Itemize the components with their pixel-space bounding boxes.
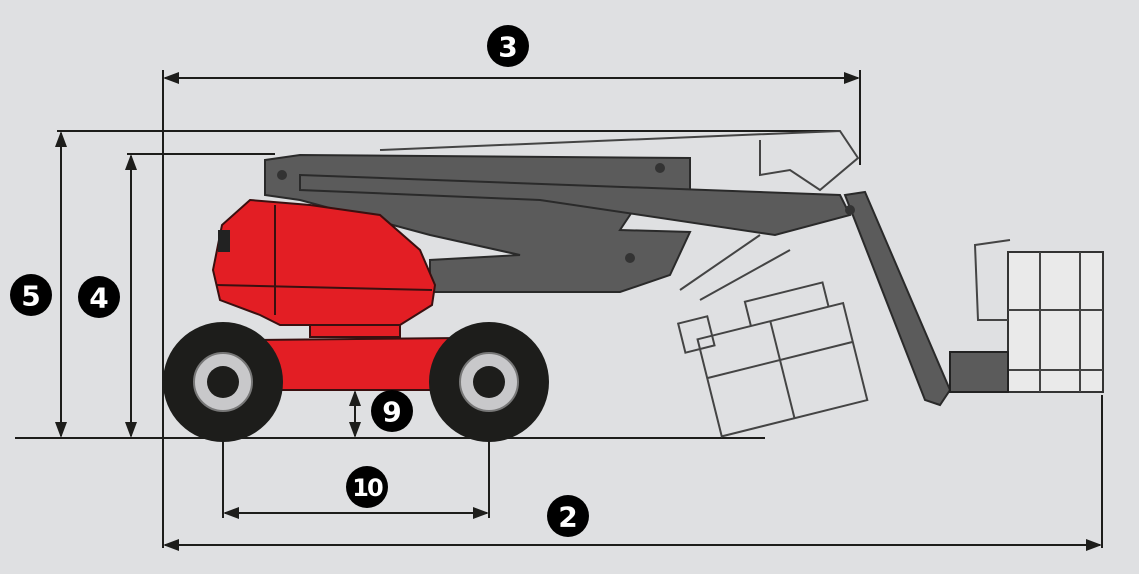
label-3: 3 — [487, 25, 529, 67]
extension-lines — [15, 70, 1103, 548]
label-2-text: 2 — [558, 501, 577, 534]
rear-wheel — [429, 322, 549, 442]
label-4: 4 — [78, 276, 120, 318]
label-10-text: 10 — [352, 474, 383, 502]
basket — [949, 239, 1104, 393]
boom — [264, 153, 952, 407]
label-9: 9 — [371, 390, 413, 432]
turret — [211, 198, 437, 338]
label-10: 10 — [346, 466, 388, 508]
label-3-text: 3 — [498, 31, 517, 64]
label-5-text: 5 — [21, 280, 40, 313]
basket-lowered-outline — [676, 281, 869, 438]
label-2: 2 — [547, 495, 589, 537]
boom-raised-outline — [379, 129, 860, 301]
label-4-text: 4 — [89, 282, 108, 315]
label-5: 5 — [10, 274, 52, 316]
label-9-text: 9 — [382, 396, 401, 429]
front-wheel — [163, 322, 283, 442]
